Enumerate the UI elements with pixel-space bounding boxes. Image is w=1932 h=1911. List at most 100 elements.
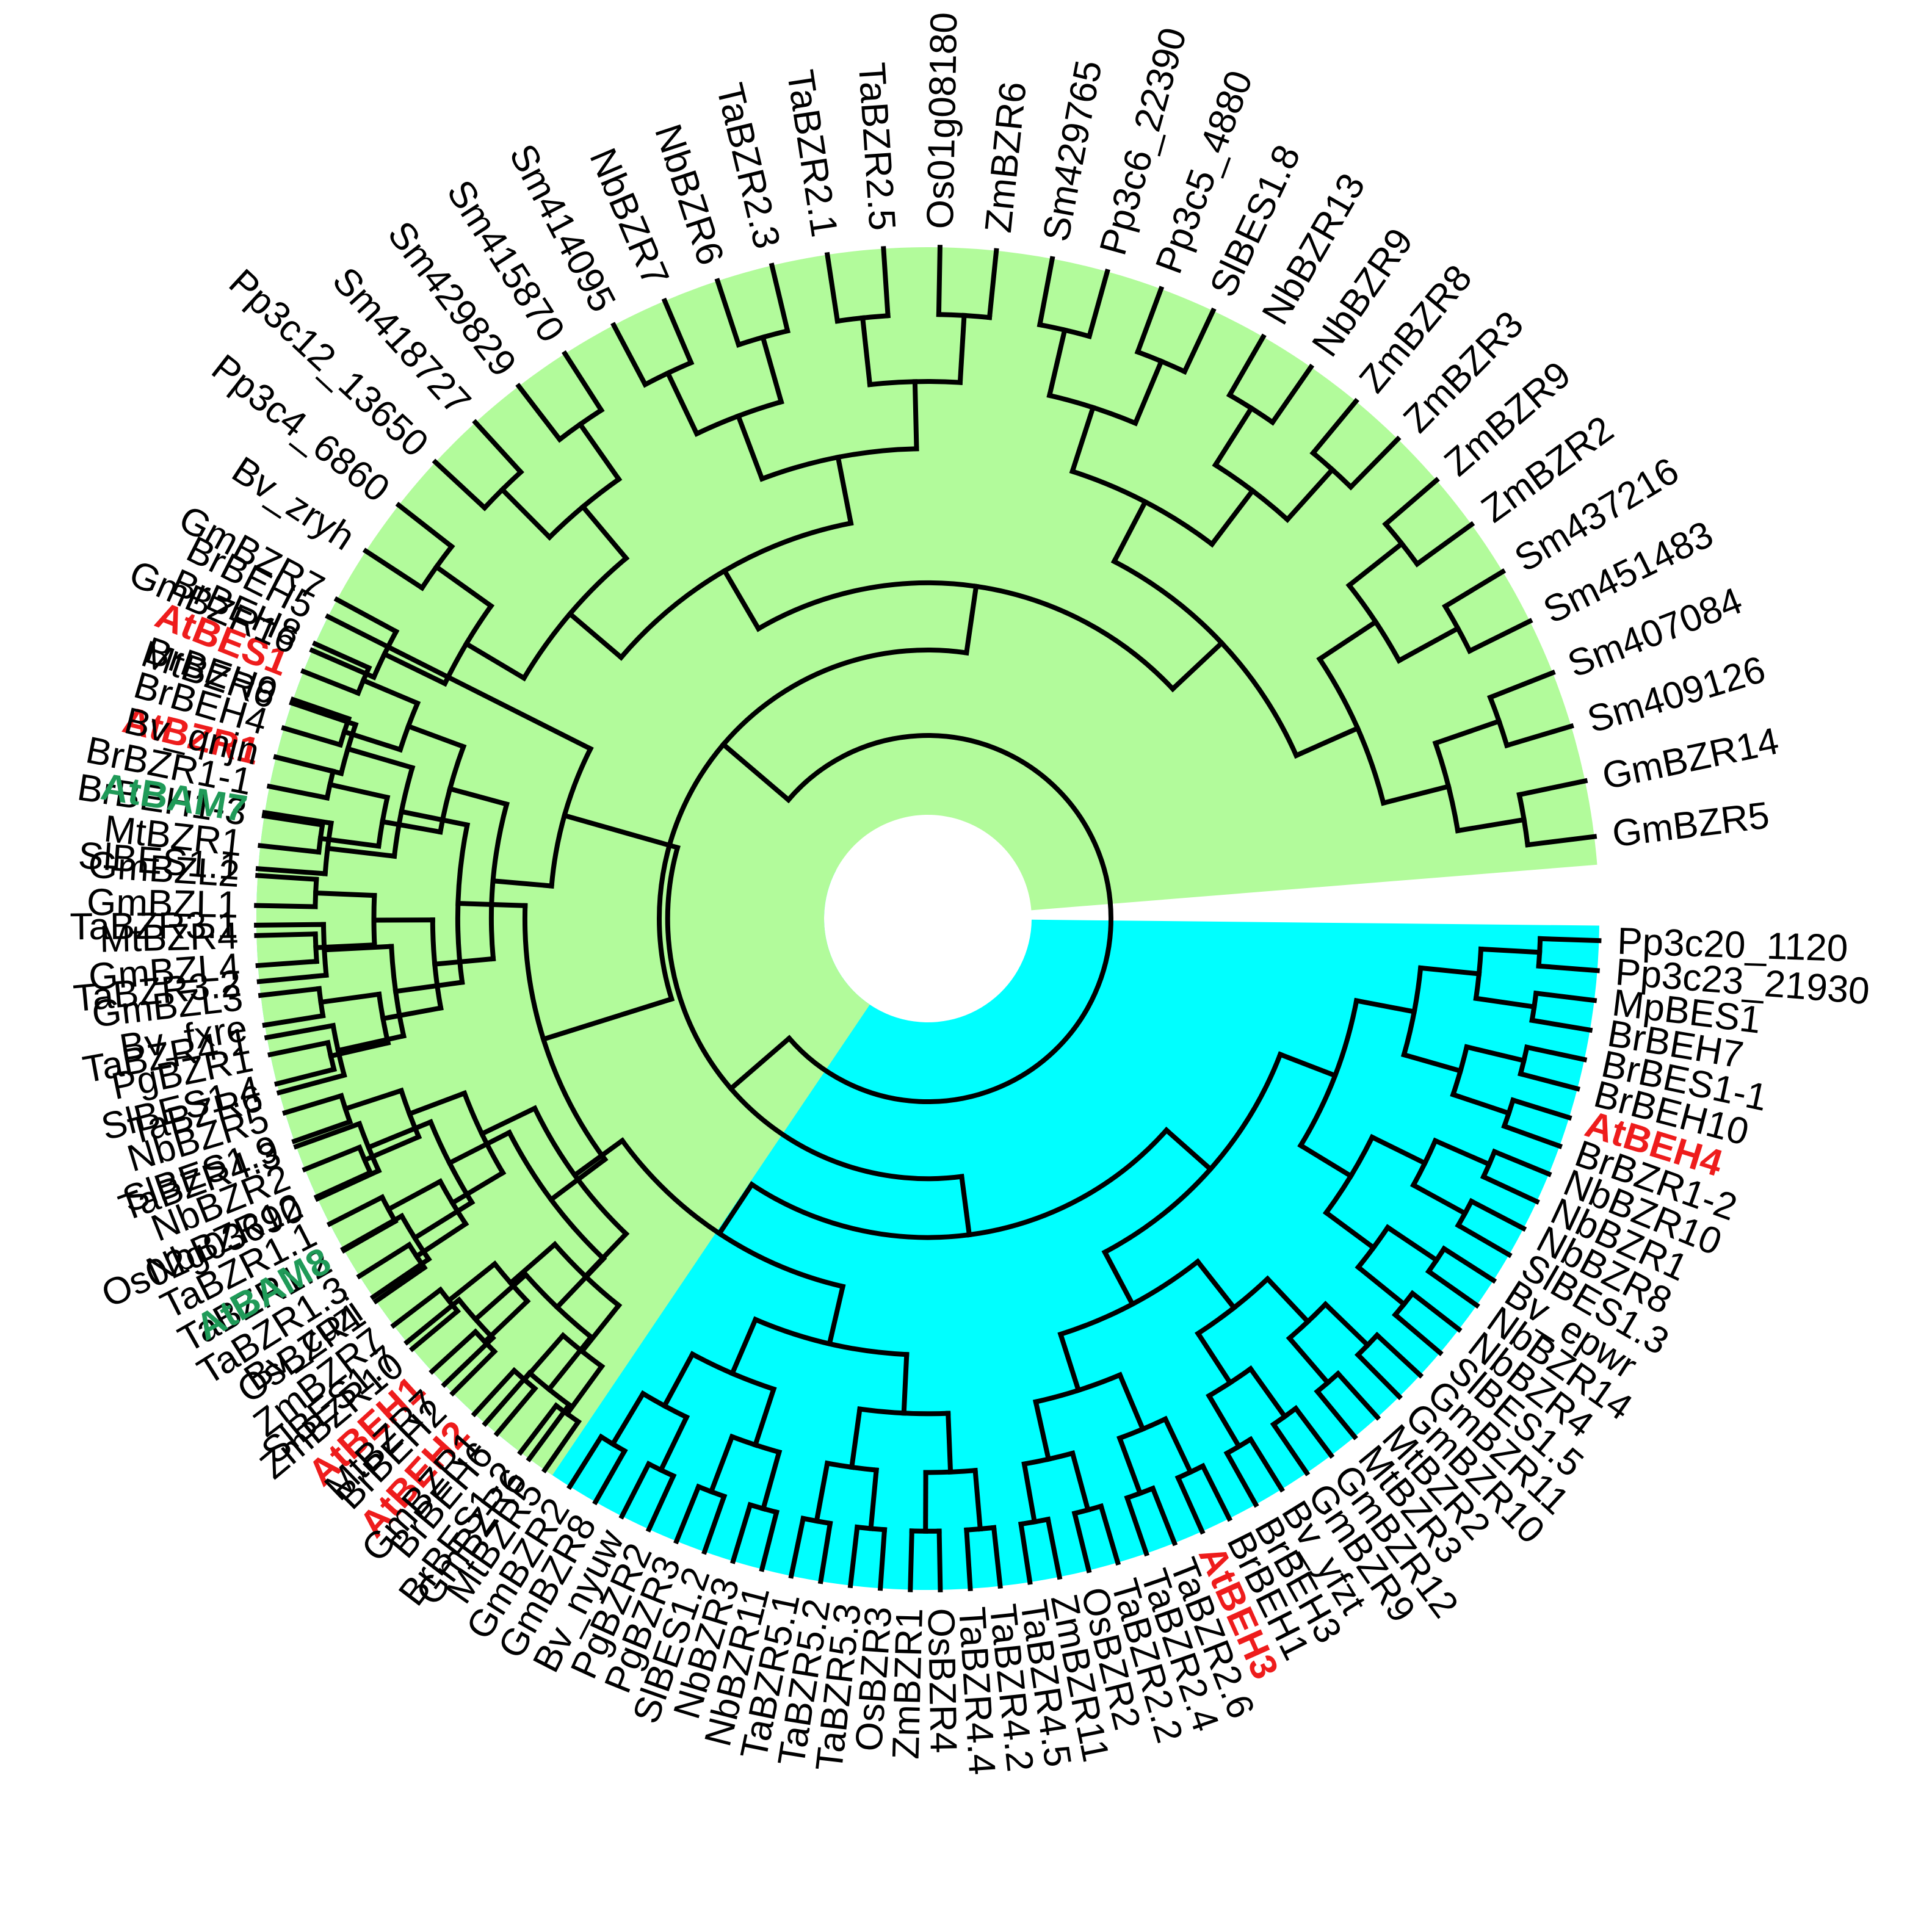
branch-radial: [1101, 1249, 1136, 1308]
leaf-label: TaBZR3.1: [70, 905, 238, 948]
branch-radial: [1536, 963, 1600, 974]
branch-radial: [289, 699, 359, 728]
branch-radial: [540, 995, 675, 1042]
branch-radial: [318, 991, 382, 1005]
branch-radial: [1466, 618, 1533, 654]
branch-radial: [554, 1255, 607, 1311]
branch-radial: [1468, 1198, 1527, 1232]
branch-radial: [1395, 625, 1461, 664]
branch-radial: [255, 873, 319, 882]
branch-radial: [266, 783, 330, 801]
branch-radial: [1538, 936, 1602, 944]
branch-radial: [1503, 723, 1574, 749]
branch-radial: [576, 421, 623, 483]
branch-radial: [276, 1072, 347, 1096]
branch-radial: [258, 843, 322, 855]
branch-radial: [1226, 333, 1267, 399]
branch-radial: [342, 1087, 405, 1112]
branch-radial: [759, 334, 784, 405]
branch-radial: [1069, 1450, 1091, 1513]
branch-radial: [381, 651, 449, 687]
branch-radial: [847, 1524, 860, 1589]
branch-radial: [1323, 1209, 1377, 1251]
branch-radial: [963, 583, 979, 656]
branch-radial: [340, 1212, 405, 1252]
branch-radial: [1247, 1436, 1286, 1493]
branch-radial: [1525, 834, 1597, 848]
branch-radial: [936, 245, 942, 317]
branch-radial: [1463, 1044, 1527, 1064]
branch-radial: [312, 640, 372, 671]
branch-radial: [1134, 286, 1165, 355]
branch-radial: [356, 1241, 413, 1280]
branch-radial: [645, 1472, 677, 1533]
branch-radial: [1455, 1222, 1513, 1259]
branch-radial: [1473, 995, 1537, 1010]
branch-radial: [362, 547, 426, 591]
branch-radial: [562, 350, 605, 414]
branch-radial: [1223, 1450, 1259, 1508]
branch-radial: [1212, 405, 1255, 469]
branch-radial: [986, 248, 999, 320]
branch-radial: [912, 379, 919, 452]
leaf-label: Pp3c20_1120: [1616, 920, 1848, 970]
branch-radial: [657, 1414, 690, 1473]
branch-radial: [1480, 1173, 1540, 1205]
branch-radial: [432, 956, 496, 967]
branch-radial: [1181, 307, 1217, 375]
branch-radial: [1353, 997, 1417, 1015]
branch-radial: [1450, 1091, 1512, 1116]
branch-radial: [1432, 1137, 1492, 1168]
branch-radial: [848, 1406, 863, 1470]
leaf-label: MtBZR4: [99, 915, 239, 961]
branch-radial: [326, 1194, 386, 1227]
branch-radial: [1208, 487, 1256, 548]
branch-radial: [1382, 477, 1440, 528]
branch-radial: [1124, 1495, 1149, 1557]
branch-radial: [1033, 1399, 1052, 1462]
branch-radial: [1162, 1415, 1194, 1476]
branch-radial: [1098, 1503, 1121, 1566]
leaf-label: ZmBZR1: [885, 1608, 931, 1760]
branch-radial: [449, 1348, 498, 1397]
branch-radial: [721, 567, 762, 632]
branch-radial: [1046, 327, 1068, 399]
branch-radial: [273, 754, 344, 776]
branch-radial: [293, 1120, 363, 1150]
branch-radial: [1384, 1224, 1440, 1264]
branch-radial: [290, 696, 352, 722]
branch-radial: [579, 503, 630, 562]
branch-radial: [1516, 778, 1588, 798]
branch-radial: [380, 1005, 444, 1022]
branch-radial: [1410, 1182, 1469, 1217]
branch-radial: [255, 866, 328, 876]
branch-radial: [429, 1328, 479, 1375]
branch-radial: [661, 1351, 696, 1409]
branch-radial: [254, 931, 318, 938]
branch-radial: [1401, 1052, 1464, 1074]
branch-radial: [1021, 1461, 1038, 1525]
branch-radial: [490, 878, 554, 889]
branch-radial: [327, 781, 391, 801]
branch-radial: [405, 723, 467, 750]
branch-radial: [908, 1528, 914, 1592]
branch-radial: [1069, 404, 1096, 475]
branch-radial: [561, 812, 681, 851]
branch-radial: [1037, 256, 1055, 328]
branch-radial: [715, 1181, 756, 1237]
leaf-label: OsBZR3: [848, 1605, 900, 1753]
branch-radial: [482, 1369, 534, 1427]
branch-radial: [1501, 1122, 1563, 1149]
branch-radial: [385, 1178, 444, 1213]
branch-radial: [859, 315, 873, 388]
branch-radial: [1529, 1017, 1593, 1033]
branch-radial: [827, 1284, 846, 1347]
branch-radial: [455, 900, 528, 908]
branch-radial: [548, 1156, 609, 1203]
branch-radial: [901, 1352, 910, 1416]
leaf-label: Os01g08180: [919, 12, 965, 229]
branch-radial: [379, 818, 443, 835]
branch-radial: [1269, 363, 1315, 426]
branch-radial: [395, 502, 455, 551]
branch-radial: [729, 1316, 759, 1377]
